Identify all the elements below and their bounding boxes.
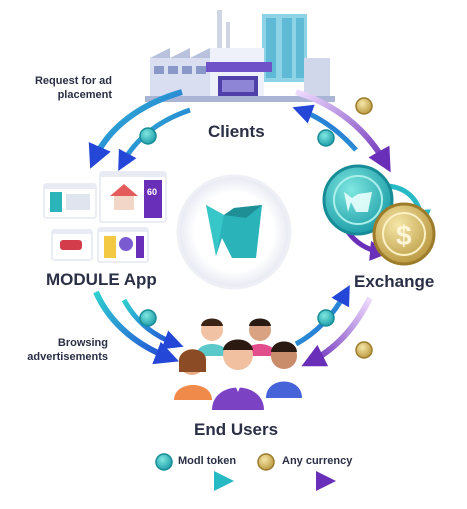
arrow-clients-to-exchange xyxy=(295,89,391,173)
dollar-coin-icon xyxy=(355,97,373,359)
legend-modl-coin-icon xyxy=(155,453,173,471)
legend-currency-label: Any currency xyxy=(282,455,353,467)
svg-text:$: $ xyxy=(396,220,412,251)
flow-arrows xyxy=(88,89,391,367)
node-label-module-app: MODULE App xyxy=(46,270,157,289)
annotation-browsing: Browsing advertisements xyxy=(16,336,108,364)
annotation-browsing-line1: Browsing xyxy=(57,337,108,349)
app-screens-icon: 60 xyxy=(43,171,167,263)
arrow-exchange-to-clients xyxy=(292,104,358,152)
annotation-ad-request: Request for ad placement xyxy=(20,74,112,102)
legend xyxy=(155,453,336,491)
node-label-exchange: Exchange xyxy=(354,272,435,291)
arrow-clients-to-app xyxy=(88,89,183,169)
legend-dollar-coin-icon xyxy=(257,453,275,471)
annotation-browsing-line2: advertisements xyxy=(27,351,108,363)
svg-text:60: 60 xyxy=(147,187,157,197)
node-label-clients: Clients xyxy=(208,122,265,141)
annotation-ad-request-line2: placement xyxy=(57,89,112,101)
module-logo-icon xyxy=(176,174,292,290)
arrow-token-app-to-users xyxy=(121,298,184,350)
annotation-ad-request-line1: Request for ad xyxy=(34,75,112,87)
factory-icon xyxy=(145,10,335,102)
arrow-app-to-users xyxy=(93,290,179,365)
node-label-end-users: End Users xyxy=(194,420,279,439)
users-group-icon xyxy=(174,318,302,410)
arrow-exchange-to-users xyxy=(301,296,373,367)
exchange-coins-icon: $ xyxy=(322,164,436,266)
legend-token-label: Modl token xyxy=(178,455,237,467)
modl-coin-icon xyxy=(139,127,335,327)
